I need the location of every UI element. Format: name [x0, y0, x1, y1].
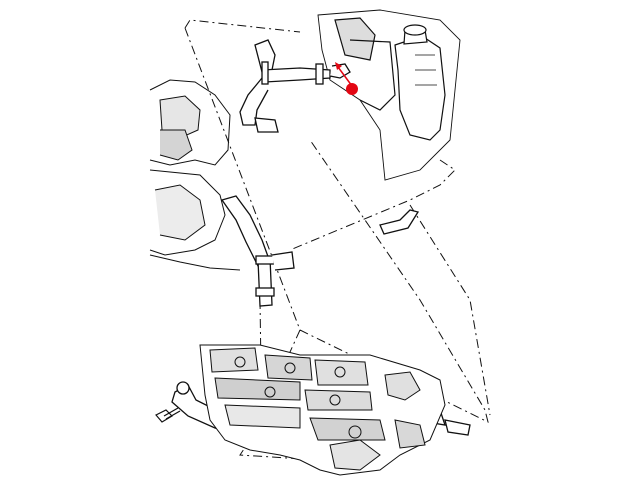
retaining-bolt	[155, 407, 181, 423]
callout-red-dot	[346, 83, 358, 95]
body-structure-left	[149, 79, 241, 271]
dashed-leader-upper	[289, 159, 456, 251]
callout-marker	[335, 62, 358, 95]
engine-block	[199, 344, 446, 476]
reservoir-vent-hose	[239, 39, 351, 133]
heater-supply-hose	[220, 195, 420, 307]
coolant-reservoir-bottle	[317, 9, 461, 181]
